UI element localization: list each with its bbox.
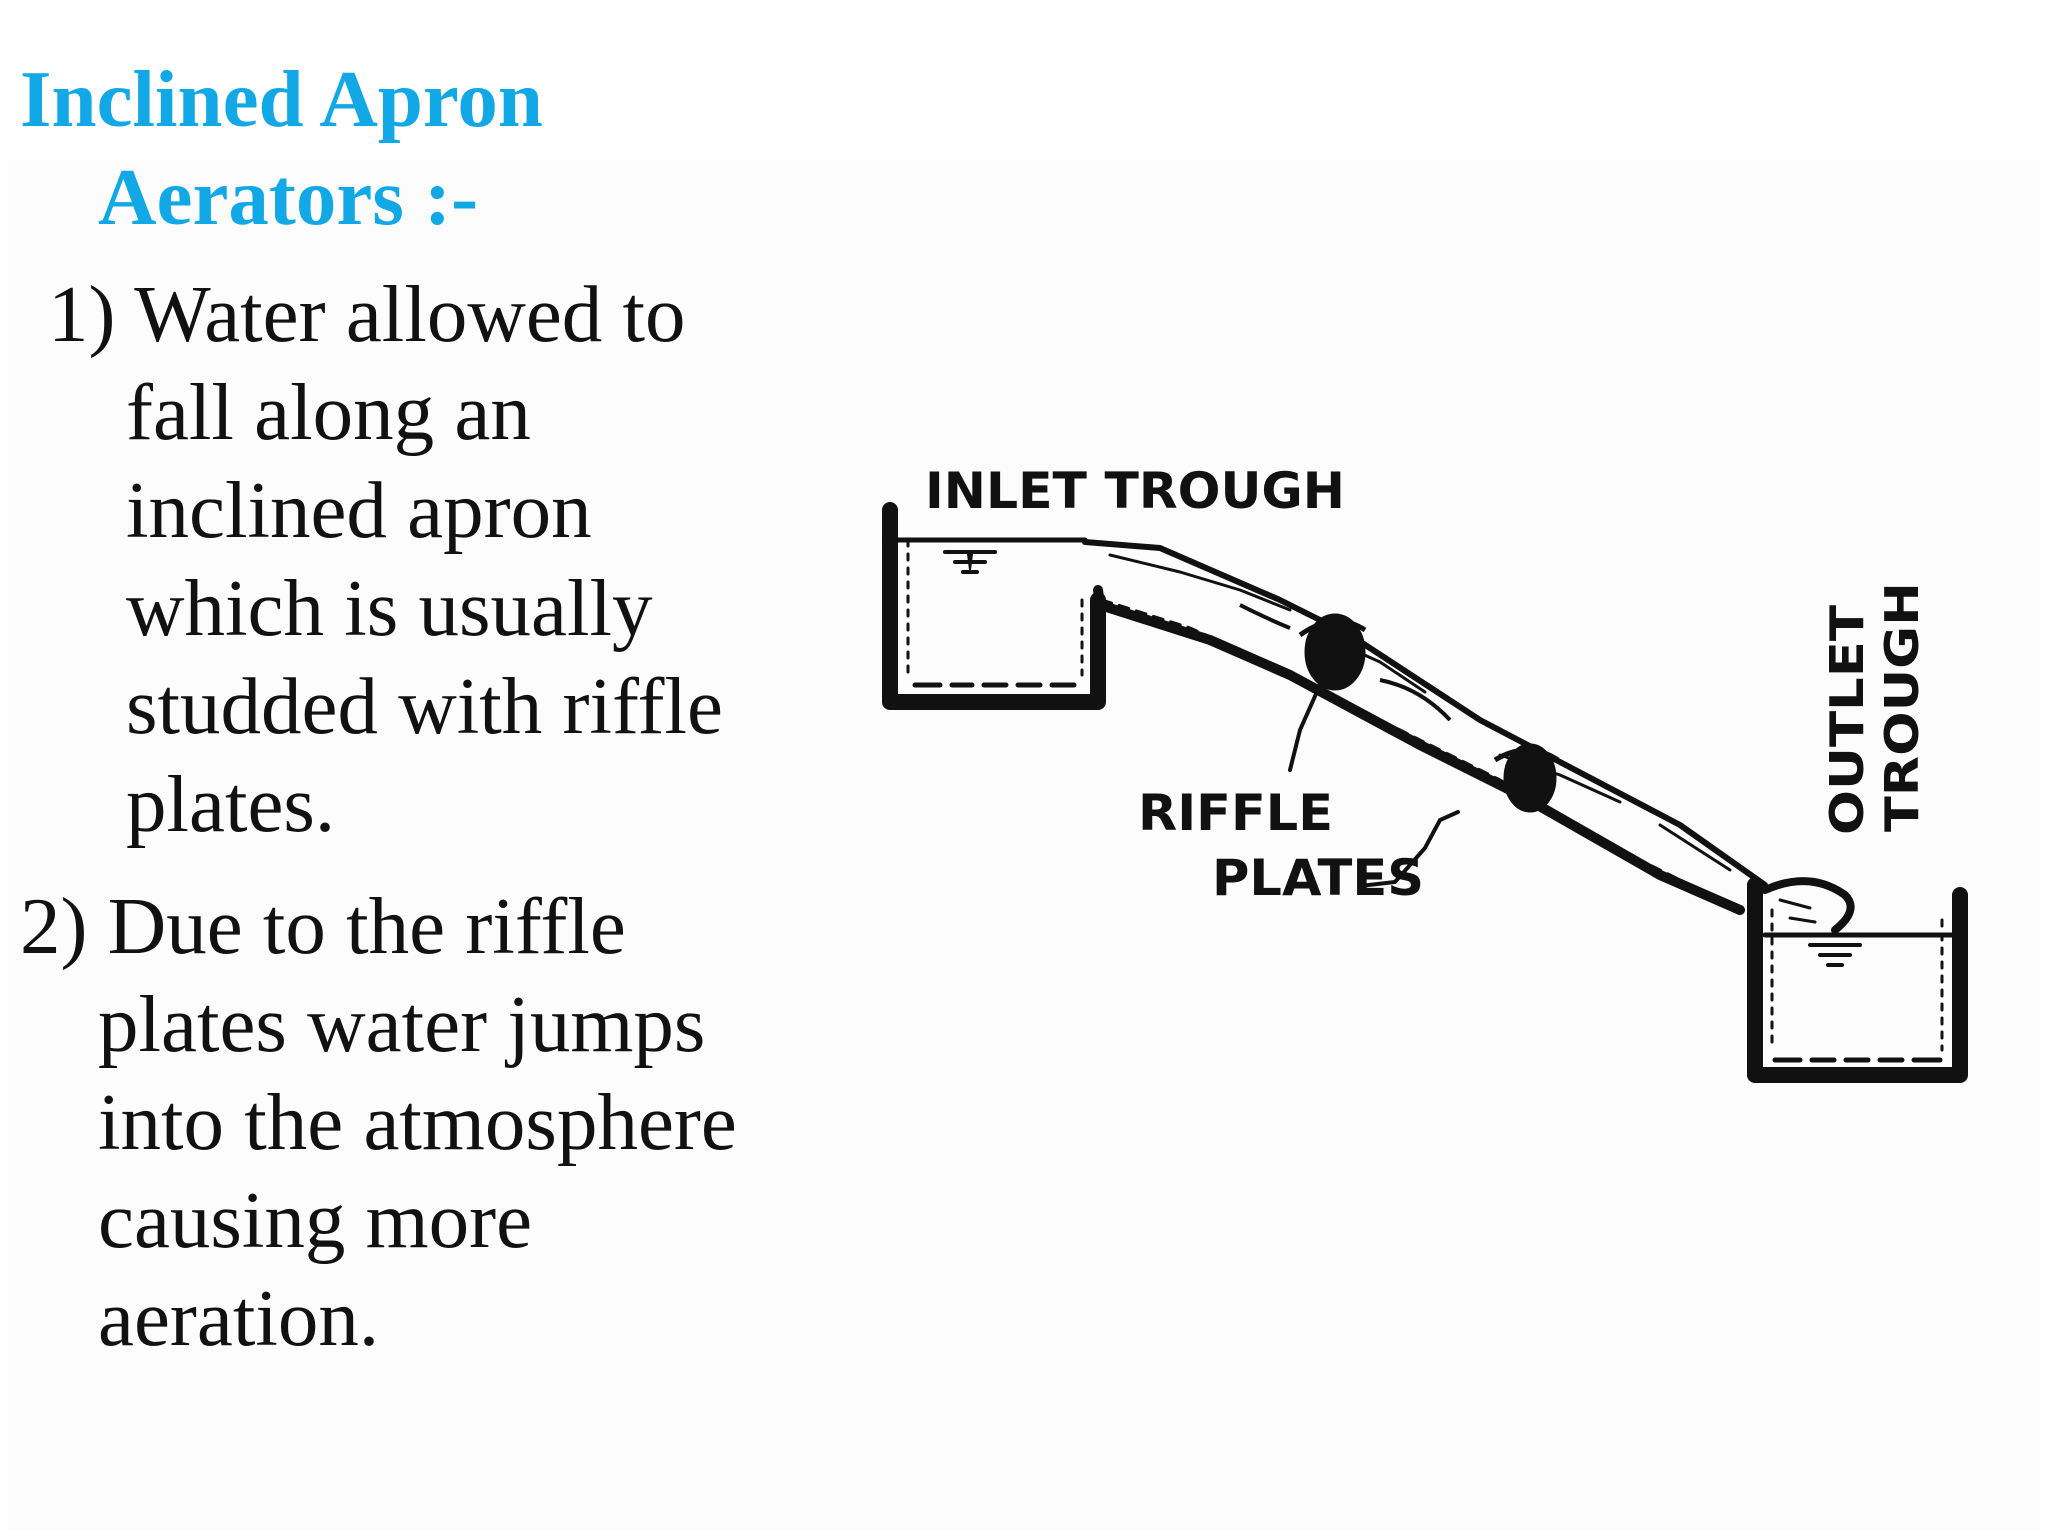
point-2-line-1: 2) Due to the riffle [20, 881, 626, 971]
slide-title: Inclined Apron Aerators :- [20, 50, 543, 246]
point-2: 2) Due to the riffle plates water jumps … [20, 877, 737, 1367]
riffle-label-line-1: RIFFLE [1138, 784, 1333, 842]
inclined-apron-aerator-diagram: INLET TROUGH RIFFLE PLATES OUTLET TROUGH [882, 462, 1968, 1083]
point-1-line-2: fall along an [126, 367, 531, 457]
inlet-trough [882, 502, 1106, 710]
point-1-line-3: inclined apron [126, 465, 592, 555]
outlet-label-line-2: TROUGH [1875, 582, 1929, 832]
point-1-line-1: 1) Water allowed to [48, 269, 686, 359]
content-panel [8, 160, 2040, 1530]
outlet-trough [1747, 877, 1968, 1083]
point-1-line-4: which is usually [126, 563, 653, 653]
riffle-plate-lower [1503, 743, 1557, 813]
point-2-line-5: aeration. [98, 1273, 380, 1363]
point-2-line-2: plates water jumps [98, 979, 706, 1069]
leader-lines [1288, 683, 1460, 888]
title-line-1: Inclined Apron [20, 54, 543, 144]
point-1-line-6: plates. [126, 759, 336, 849]
point-2-line-3: into the atmosphere [98, 1077, 737, 1167]
inlet-trough-label: INLET TROUGH [925, 462, 1345, 520]
point-2-line-4: causing more [98, 1175, 533, 1265]
point-1-line-5: studded with riffle [126, 661, 723, 751]
riffle-label-line-2: PLATES [1212, 849, 1424, 907]
inclined-apron [1082, 539, 1768, 915]
riffle-plates [1239, 603, 1560, 813]
point-1: 1) Water allowed to fall along an inclin… [48, 265, 723, 853]
outlet-label-line-1: OUTLET [1820, 604, 1874, 835]
title-line-2: Aerators :- [98, 152, 479, 242]
riffle-plate-upper [1304, 613, 1366, 691]
